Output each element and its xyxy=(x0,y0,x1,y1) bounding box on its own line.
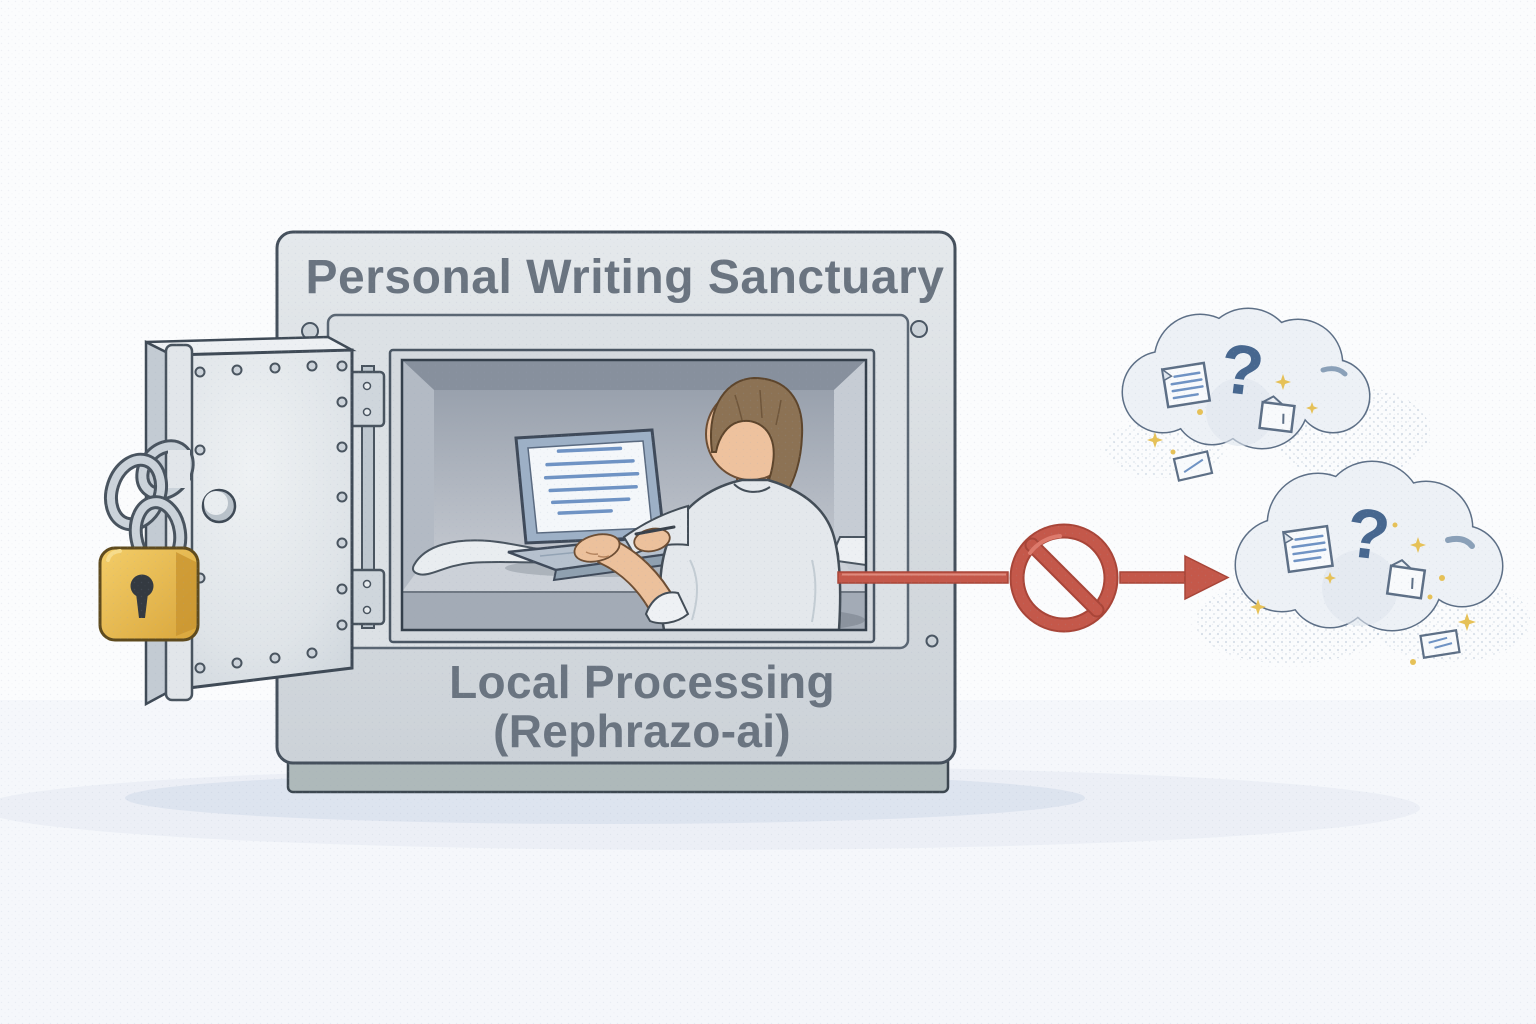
illustration-stage: ? xyxy=(0,0,1536,1024)
privacy-vault-illustration: ? xyxy=(0,0,1536,1024)
paper-texture xyxy=(0,0,1536,1024)
